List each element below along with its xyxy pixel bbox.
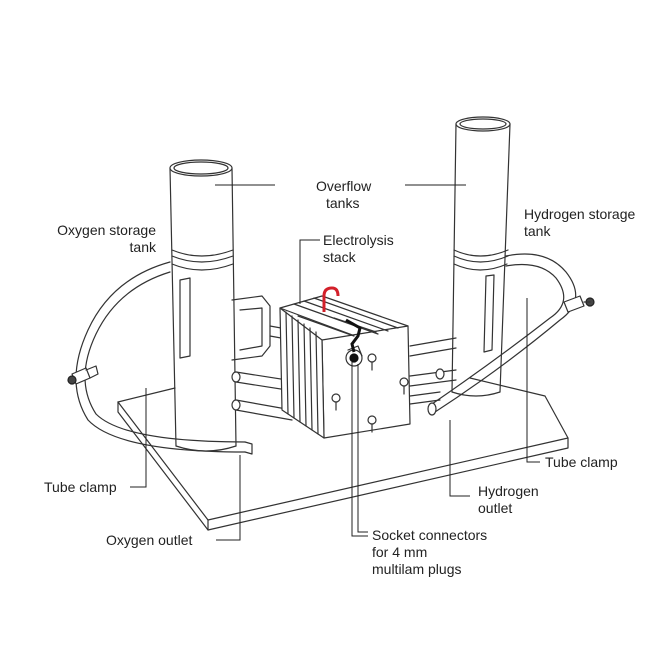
base-plate — [117, 377, 569, 531]
oxygen-storage-tank — [169, 159, 237, 452]
socket-connectors-line3: multilam plugs — [372, 561, 462, 577]
oxygen-tube — [75, 261, 253, 455]
electrolysis-stack — [279, 295, 411, 439]
overflow-tanks-line1: Overflow — [316, 178, 372, 194]
socket-connectors-label: Socket connectors for 4 mm multilam plug… — [372, 527, 487, 578]
hydrogen-storage-tank — [451, 116, 511, 397]
tube-clamp-left-label: Tube clamp — [44, 479, 117, 495]
oxygen-outlet-label: Oxygen outlet — [106, 532, 193, 548]
tube-clamp-left-shape — [67, 365, 99, 385]
oxygen-storage-tank-line1: Oxygen storage — [57, 222, 156, 238]
black-plug-wire — [345, 318, 362, 353]
leader-lines — [130, 184, 540, 541]
hydrogen-outlet-line2: outlet — [478, 500, 513, 516]
socket-connectors-line2: for 4 mm — [372, 544, 428, 560]
hydrogen-storage-tank-line2: tank — [524, 223, 551, 239]
electrolysis-stack-label: Electrolysis stack — [323, 232, 394, 266]
electrolysis-stack-line1: Electrolysis — [323, 232, 394, 248]
hydrogen-storage-tank-label: Hydrogen storage tank — [524, 206, 635, 240]
oxygen-storage-tank-line2: tank — [129, 239, 156, 255]
right-pipes — [409, 337, 457, 405]
oxygen-storage-tank-label: Oxygen storage tank — [26, 222, 156, 256]
hydrogen-storage-tank-line1: Hydrogen storage — [524, 206, 636, 222]
hydrogen-outlet-line1: Hydrogen — [478, 483, 539, 499]
socket-connectors — [345, 345, 363, 367]
overflow-tanks-label: Overflow tanks — [316, 178, 371, 212]
socket-connectors-line1: Socket connectors — [372, 527, 488, 543]
red-plug-wire — [322, 286, 340, 312]
hydrogen-outlet-label: Hydrogen outlet — [478, 483, 539, 517]
overflow-tanks-line2: tanks — [326, 195, 360, 211]
tube-clamp-right-shape — [563, 295, 595, 313]
tube-clamp-right-label: Tube clamp — [545, 454, 618, 470]
electrolysis-stack-line2: stack — [323, 249, 356, 265]
